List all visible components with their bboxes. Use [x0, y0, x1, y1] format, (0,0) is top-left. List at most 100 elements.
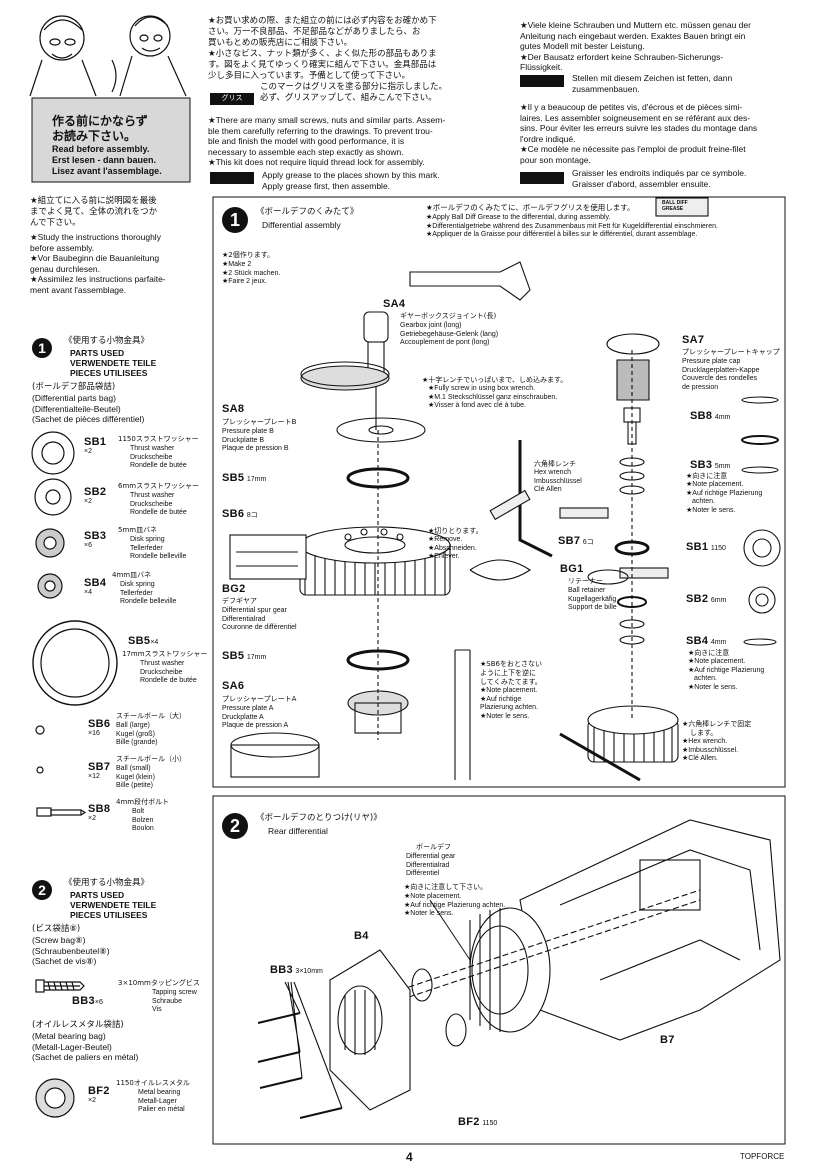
- part-sb3-desc: 5mm皿バネ Disk spring Tellerfeder Rondelle …: [118, 526, 187, 560]
- sb4-label: SB4 4mm: [686, 635, 727, 647]
- jp-note-line: す。図をよく見てゆっくり確実に組んで下さい。金具部品は: [208, 60, 437, 70]
- sa8-desc: プレッシャープレートB Pressure plate B Druckplatte…: [222, 418, 297, 452]
- step1-jp-title: 《ボールデフのくみたて》: [256, 207, 359, 217]
- page-number: 4: [406, 1150, 413, 1164]
- sa7-desc: プレッシャープレートキャップ Pressure plate cap Druckl…: [682, 348, 780, 391]
- step2-frame: [212, 795, 786, 1145]
- en-note-line: ble them carefully referring to the draw…: [208, 125, 433, 136]
- de-notes: ★Viele kleine Schrauben und Muttern etc.…: [520, 20, 751, 72]
- sa6-desc: プレッシャープレートA Pressure plate A Druckplatte…: [222, 695, 297, 729]
- sa7-label: SA7: [682, 334, 705, 346]
- sa4-label: SA4: [383, 298, 406, 310]
- sb2-label: SB2 6mm: [686, 593, 727, 605]
- step1-grease-jp: ★ボールデフのくみたてに、ボールデフグリスを使用します。: [426, 203, 635, 212]
- parts1-title: PARTS USED VERWENDETE TEILE PIECES UTILI…: [70, 348, 157, 378]
- part-sb8: SB8 ×2: [88, 803, 111, 822]
- sa4-desc: ギヤーボックスジョイント(長) Gearbox joint (long) Get…: [400, 312, 499, 346]
- de-grease-note: Stellen mit diesem Zeichen ist fetten, d…: [572, 73, 733, 94]
- sb3-placement-note: ★向きに注意 ★Note placement. ★Auf richtige Pl…: [686, 472, 763, 514]
- parts2-bag2: (オイルレスメタル袋詰) (Metal bearing bag) (Metall…: [32, 1020, 139, 1062]
- step2-placement-note: ★向きに注意して下さい。 ★Note placement. ★Auf richt…: [404, 883, 506, 917]
- step2-drawing: [257, 819, 781, 1119]
- parts2-step-number: 2: [32, 880, 52, 900]
- en-note-line: ★This kit does not require liquid thread…: [208, 157, 425, 167]
- hex-wrench-label: 六角棒レンチ Hex wrench Imbusschlüssel Clé All…: [534, 460, 582, 493]
- part-sb2-desc: 6mmスラストワッシャー Thrust washer Druckscheibe …: [118, 482, 199, 516]
- en-note-line: ★There are many small screws, nuts and s…: [208, 115, 446, 125]
- step1-frame: [212, 196, 786, 788]
- jp-note-line: さい。万一不良部品、不足部品などがありましたら、お: [208, 27, 421, 37]
- bg1-desc: リテーナー Ball retainer Kugellagerkäfig Supp…: [568, 577, 617, 611]
- intro-jp: ★組立てに入る前に説明図を最後 までよく見て、全体の流れをつか んで下さい。: [30, 196, 158, 228]
- sb3-label: SB3 5mm: [690, 459, 731, 471]
- part-sb1: SB1 ×2: [84, 436, 107, 455]
- part-sb5-desc: 17mmスラストワッシャー Thrust washer Druckscheibe…: [122, 650, 208, 684]
- part-sb2: SB2 ×2: [84, 486, 107, 505]
- intro-text: ★Study the instructions thoroughly befor…: [30, 232, 166, 295]
- part-sb6-desc: スチールボール（大） Ball (large) Kugel (groß) Bil…: [116, 712, 186, 746]
- sb6-label: SB6 8コ: [222, 508, 258, 520]
- jp-note-line: ★お買い求めの際、また組立の前には必ず内容をお確かめ下: [208, 16, 437, 26]
- jp-notes: ★お買い求めの際、また組立の前には必ず内容をお確かめ下 さい。万一不良部品、不足…: [208, 16, 476, 104]
- remove-note: ★切りとります。 ★Remove. ★Abschneiden. ★Enlever…: [428, 527, 483, 560]
- make2-note: ★2個作ります。 ★Make 2 ★2 Stück machen. ★Faire…: [222, 251, 281, 285]
- step1-title: Differential assembly: [262, 220, 341, 230]
- grease-mark-icon: グリス: [210, 93, 254, 105]
- parts2-jp-title: 《使用する小物金具》: [64, 878, 150, 888]
- hex-fix-note: ★六角棒レンチで固定 します。 ★Hex wrench. ★Imbusschlü…: [682, 720, 752, 762]
- bb3-label: BB3 3×10mm: [270, 964, 323, 976]
- step2-number: 2: [222, 813, 248, 839]
- step2-jp-title: 《ボールデフのとりつけ(リヤ)》: [256, 813, 382, 823]
- part-sb6: SB6 ×16: [88, 718, 111, 737]
- sa6-label: SA6: [222, 680, 245, 692]
- bg2-desc: デフギヤア Differential spur gear Differentia…: [222, 597, 297, 631]
- fr-grease-note: Graisser les endroits indiqués par ce sy…: [572, 168, 747, 189]
- part-sb4-desc: 4mm皿バネ Disk spring Tellerfeder Rondelle …: [112, 571, 177, 605]
- part-sb1-desc: 1150スラストワッシャー Thrust washer Druckscheibe…: [118, 435, 199, 469]
- diff-gear-desc: ボールデフ Differential gear Differentialrad …: [406, 843, 456, 877]
- en-notes: ★There are many small screws, nuts and s…: [208, 115, 480, 168]
- bg1-label: BG1: [560, 563, 584, 575]
- parts2-title: PARTS USED VERWENDETE TEILE PIECES UTILI…: [70, 890, 157, 920]
- b4-label: B4: [354, 930, 369, 942]
- grease-tube-icon: [210, 172, 254, 184]
- jp-note-line: このマークはグリスを塗る部分に指示しました。: [260, 82, 448, 92]
- fully-screw-note: ★十字レンチでいっぱいまで、しめ込みます。 ★Fully screw in us…: [422, 376, 568, 409]
- grease-tube-icon: [520, 172, 564, 184]
- part-sb5: SB5×4: [128, 635, 159, 647]
- parts1-shapes: [31, 431, 118, 817]
- sb8-label: SB8 4mm: [690, 410, 731, 422]
- b7-label: B7: [660, 1034, 675, 1046]
- part-sb7-desc: スチールボール（小） Ball (small) Kugel (klein) Bi…: [116, 755, 186, 789]
- parts2-bag1: (ビス袋詰⑧) (Screw bag⑧) (Schraubenbeutel⑧) …: [32, 924, 110, 966]
- part-bf2-desc: 1150オイルレスメタル Metal bearing Metall-Lager …: [116, 1079, 190, 1113]
- step1-grease-note: ★Apply Ball Diff Grease to the different…: [426, 214, 718, 238]
- part-bf2: BF2 ×2: [88, 1085, 110, 1104]
- sb1-label: SB1 1150: [686, 541, 726, 553]
- sb5-upper-label: SB5 17mm: [222, 472, 267, 484]
- bf2-label: BF2 1150: [458, 1116, 498, 1128]
- en-note-line: necessary to assemble each step exactly …: [208, 146, 404, 157]
- part-sb8-desc: 4mm段付ボルト Bolt Bolzen Boulon: [116, 798, 170, 832]
- parts1-step-number: 1: [32, 338, 52, 358]
- sa8-label: SA8: [222, 403, 245, 415]
- part-sb7: SB7 ×12: [88, 761, 111, 780]
- en-grease-note: Apply grease to the places shown by this…: [262, 170, 440, 191]
- en-note-line: ble and finish the model with good perfo…: [208, 136, 405, 146]
- grease-brand: BALL DIFF GREASE: [662, 200, 688, 212]
- jp-note-line: 買いもとめの販売店にご相談下さい。: [208, 38, 353, 48]
- sb6-placement-note: ★SB6をおとさない ように上下を逆に してくみたてます。 ★Note plac…: [480, 660, 542, 720]
- step2-title: Rear differential: [268, 826, 328, 836]
- jp-note-line: ★小さなビス、ナット類が多く、よく似た形の部品もありま: [208, 49, 437, 59]
- jp-note-line: 少し多目に入っています。予備として使って下さい。: [208, 71, 411, 81]
- sb5-lower-label: SB5 17mm: [222, 650, 267, 662]
- parts1-bag: (ボールデフ部品袋詰) (Differential parts bag) (Di…: [32, 382, 145, 424]
- fr-notes: ★Il y a beaucoup de petites vis, d'écrou…: [520, 102, 758, 165]
- brand-footer: TOPFORCE: [740, 1152, 785, 1161]
- read-before-box: 作る前にかならず お読み下さい。 Read before assembly. E…: [52, 114, 162, 176]
- sb7-label: SB7 6コ: [558, 535, 594, 547]
- sb4-placement-note: ★向きに注意 ★Note placement. ★Auf richtige Pl…: [688, 649, 765, 691]
- step1-drawing: [229, 197, 781, 782]
- parts1-jp-title: 《使用する小物金具》: [64, 336, 150, 346]
